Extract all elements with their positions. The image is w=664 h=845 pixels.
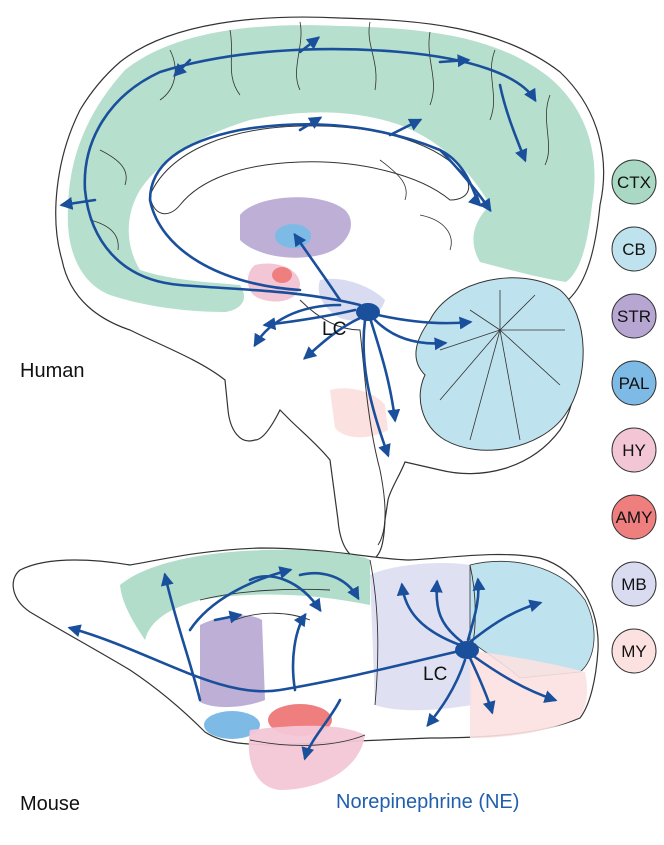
legend-item-ctx: CTX <box>612 160 656 204</box>
legend-item-cb: CB <box>612 227 656 271</box>
legend-item-str: STR <box>612 294 656 338</box>
human-pal-region <box>275 224 311 248</box>
legend-item-hy: HY <box>612 428 656 472</box>
legend-label: STR <box>617 307 651 326</box>
mouse-brain: LC <box>13 548 598 790</box>
legend-item-pal: PAL <box>612 361 656 405</box>
mouse-str-region <box>200 615 265 707</box>
legend-item-my: MY <box>612 629 656 673</box>
human-lc-label: LC <box>322 319 346 340</box>
footer-ne-label: Norepinephrine (NE) <box>336 791 519 813</box>
legend-label: MB <box>621 575 647 594</box>
legend-item-mb: MB <box>612 562 656 606</box>
human-species-label: Human <box>20 360 84 382</box>
legend-label: PAL <box>619 374 650 393</box>
legend-item-amy: AMY <box>612 495 656 539</box>
human-amy-region <box>272 267 292 283</box>
region-legend: CTX CB STR PAL HY AMY MB MY <box>612 160 656 673</box>
mouse-species-label: Mouse <box>20 793 80 815</box>
mouse-hy-region <box>249 726 365 790</box>
mouse-lc-label: LC <box>423 664 447 685</box>
legend-label: AMY <box>616 508 653 527</box>
legend-label: HY <box>622 441 646 460</box>
legend-label: MY <box>621 642 647 661</box>
legend-label: CB <box>622 240 646 259</box>
human-brain: LC <box>56 17 604 561</box>
legend-label: CTX <box>617 173 651 192</box>
